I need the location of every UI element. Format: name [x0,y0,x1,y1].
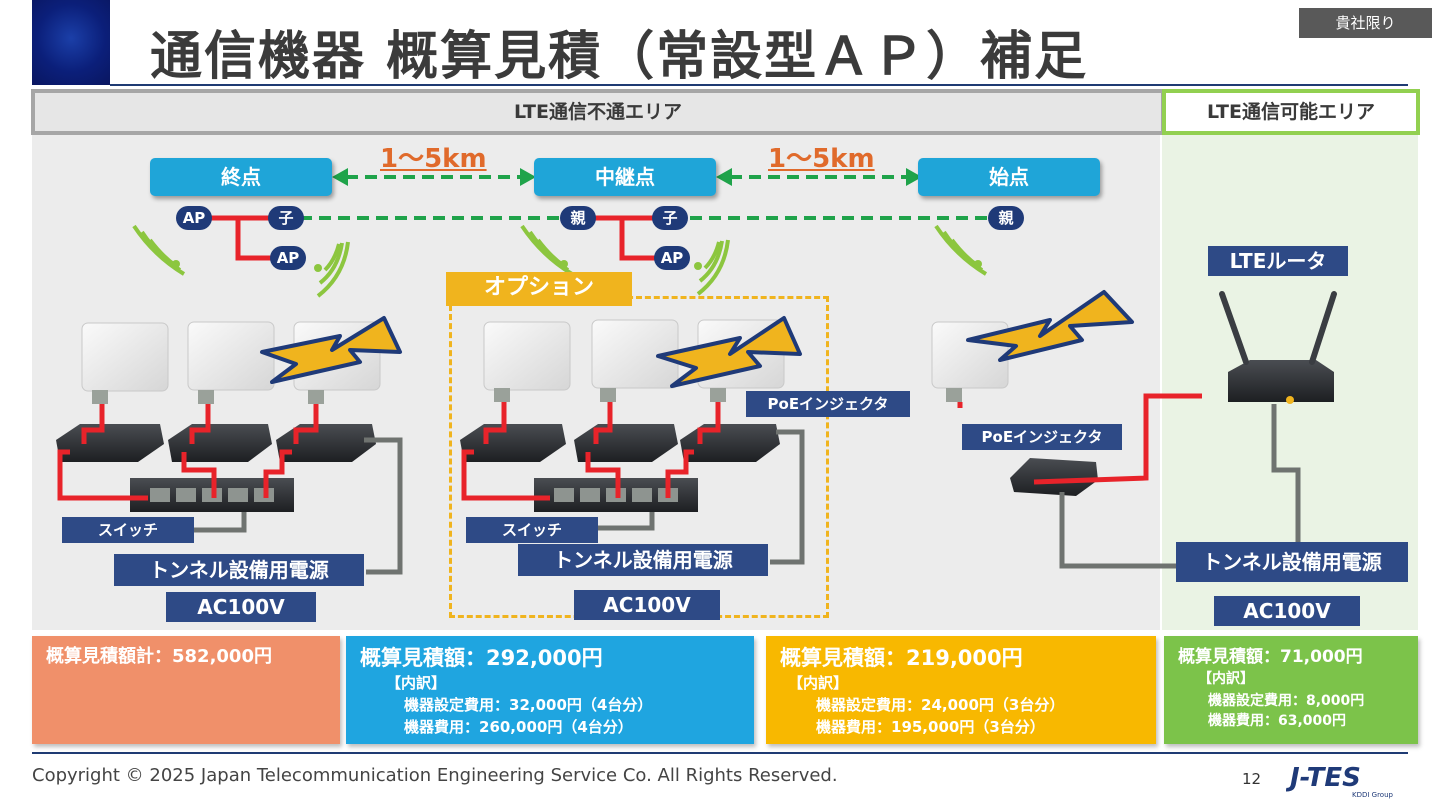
cost-lte-equipment-fee: 機器費用：63,000円 [1208,713,1347,729]
cost-option-setup-fee: 機器設定費用：24,000円（3台分） [816,696,1065,714]
logo-sub-text: KDDI Group [1352,791,1394,799]
badge-child-relay: 子 [652,206,688,230]
option-label: オプション [446,272,632,306]
title-divider [110,84,1408,86]
cost-option-breakdown-label: 【内訳】 [788,674,849,692]
distance-label-left: 1〜5km [380,144,487,174]
cost-lte-setup-fee: 機器設定費用：8,000円 [1208,693,1365,709]
badge-ap-end-2: AP [270,246,306,270]
badge-parent-start: 親 [988,206,1024,230]
badge-child-end: 子 [268,206,304,230]
cost-total-title: 概算見積額計：582,000円 [46,646,272,667]
poe-injectors [56,424,1098,496]
arrow-heads [332,168,922,186]
node-end-point: 終点 [150,158,332,196]
ap-antenna-group [81,319,1009,392]
page-title: 通信機器 概算見積（常設型ＡＰ）補足 [150,27,1089,87]
logo-main-text: J-TES [1286,763,1361,793]
cost-relay-setup-fee: 機器設定費用：32,000円（4台分） [404,696,653,714]
cost-lte-title: 概算見積額：71,000円 [1178,647,1363,667]
cost-relay-title: 概算見積額：292,000円 [360,646,603,670]
ac100v-label-option: AC100V [574,590,720,620]
cost-relay-equipment-fee: 機器費用：260,000円（4台分） [404,718,633,736]
jtes-logo: J-TES KDDI Group [1286,763,1394,799]
cost-box-option: 概算見積額：219,000円 【内訳】 機器設定費用：24,000円（3台分） … [766,636,1156,744]
confidential-badge: 貴社限り [1299,8,1432,38]
lte-zone-header: LTE通信可能エリア [1162,89,1420,135]
cost-relay-breakdown-label: 【内訳】 [386,674,447,692]
copyright-text: Copyright © 2025 Japan Telecommunication… [32,765,838,786]
cost-lte-breakdown-label: 【内訳】 [1198,671,1254,687]
cost-option-title: 概算見積額：219,000円 [780,646,1023,670]
poe-injector-label-lte: PoEインジェクタ [962,424,1122,450]
badge-ap-end: AP [176,206,212,230]
footer-divider [32,752,1408,754]
switch-label-left: スイッチ [62,517,194,543]
cost-option-equipment-fee: 機器費用：195,000円（3台分） [816,718,1045,736]
antenna-connectors [92,388,962,404]
corner-logo-block [32,0,110,85]
cost-box-relay: 概算見積額：292,000円 【内訳】 機器設定費用：32,000円（4台分） … [346,636,754,744]
node-relay-point: 中継点 [534,158,716,196]
badge-parent-relay: 親 [560,206,596,230]
power-cables-grey [160,404,1301,575]
page-number: 12 [1242,770,1262,788]
switch-label-option: スイッチ [466,517,598,543]
lan-cables-red [57,393,1202,501]
link-arrow-left [300,175,992,220]
node-start-point: 始点 [918,158,1100,196]
tunnel-power-label-left: トンネル設備用電源 [114,554,364,586]
lte-router-device [1219,291,1337,402]
no-lte-zone-header: LTE通信不通エリア [31,89,1165,135]
cost-box-total: 概算見積額計：582,000円 [32,636,340,744]
poe-injector-label-option: PoEインジェクタ [746,391,910,417]
cost-box-lte: 概算見積額：71,000円 【内訳】 機器設定費用：8,000円 機器費用：63… [1164,636,1418,744]
tunnel-power-label-lte: トンネル設備用電源 [1176,542,1408,582]
ac100v-label-lte: AC100V [1214,596,1360,626]
lightning-bolts [260,290,1134,388]
badge-ap-relay: AP [654,246,690,270]
lte-router-label: LTEルータ [1208,246,1348,276]
ac100v-label-left: AC100V [166,592,316,622]
ap-red-links [210,215,656,261]
tunnel-power-label-option: トンネル設備用電源 [518,544,768,576]
distance-label-right: 1〜5km [768,144,875,174]
